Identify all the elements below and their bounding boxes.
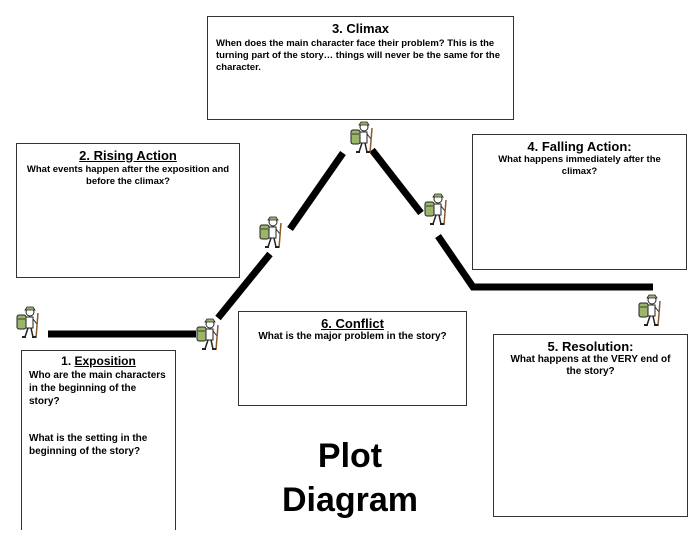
climax-question: When does the main character face their … — [216, 38, 500, 73]
exposition-question-characters: Who are the main characters in the begin… — [29, 370, 166, 407]
exposition-question-setting: What is the setting in the beginning of … — [29, 433, 148, 457]
hiker-icon — [350, 121, 373, 154]
page-title-line2: Diagram — [281, 481, 419, 519]
conflict-title-text: 6. Conflict — [321, 316, 384, 331]
exposition-number: 1. — [61, 354, 72, 368]
hiker-icon — [638, 294, 661, 327]
exposition-box: 1. Exposition Who are the main character… — [21, 350, 176, 530]
rising-action-segment — [215, 251, 273, 321]
rising-action-segment-upper — [287, 150, 346, 232]
hiker-icon — [196, 318, 219, 351]
falling-action-segment — [435, 234, 653, 291]
rising-action-title: 2. Rising Action — [17, 148, 239, 163]
rising-action-box: 2. Rising Action What events happen afte… — [16, 143, 240, 278]
climax-box: 3. Climax When does the main character f… — [207, 16, 514, 120]
resolution-question: What happens at the VERY end of the stor… — [510, 354, 671, 377]
conflict-title: 6. Conflict — [239, 316, 466, 331]
exposition-title: 1. Exposition — [22, 354, 175, 368]
climax-title: 3. Climax — [331, 21, 390, 36]
rising-action-title-text: 2. Rising Action — [79, 148, 177, 163]
hiker-icon — [259, 216, 282, 249]
falling-action-segment-upper — [369, 147, 424, 216]
exposition-title-text: Exposition — [74, 354, 136, 368]
hiker-icon — [16, 306, 39, 339]
page-title-line1: Plot — [317, 437, 383, 475]
falling-action-box: 4. Falling Action: What happens immediat… — [472, 134, 687, 270]
falling-action-question: What happens immediately after the clima… — [498, 154, 661, 177]
rising-action-question: What events happen after the exposition … — [26, 164, 230, 187]
conflict-box: 6. Conflict What is the major problem in… — [238, 311, 467, 406]
resolution-title: 5. Resolution: — [547, 339, 634, 354]
hiker-icon — [424, 193, 447, 226]
conflict-question: What is the major problem in the story? — [258, 331, 447, 342]
falling-action-title: 4. Falling Action: — [527, 139, 632, 154]
resolution-box: 5. Resolution: What happens at the VERY … — [493, 334, 688, 517]
